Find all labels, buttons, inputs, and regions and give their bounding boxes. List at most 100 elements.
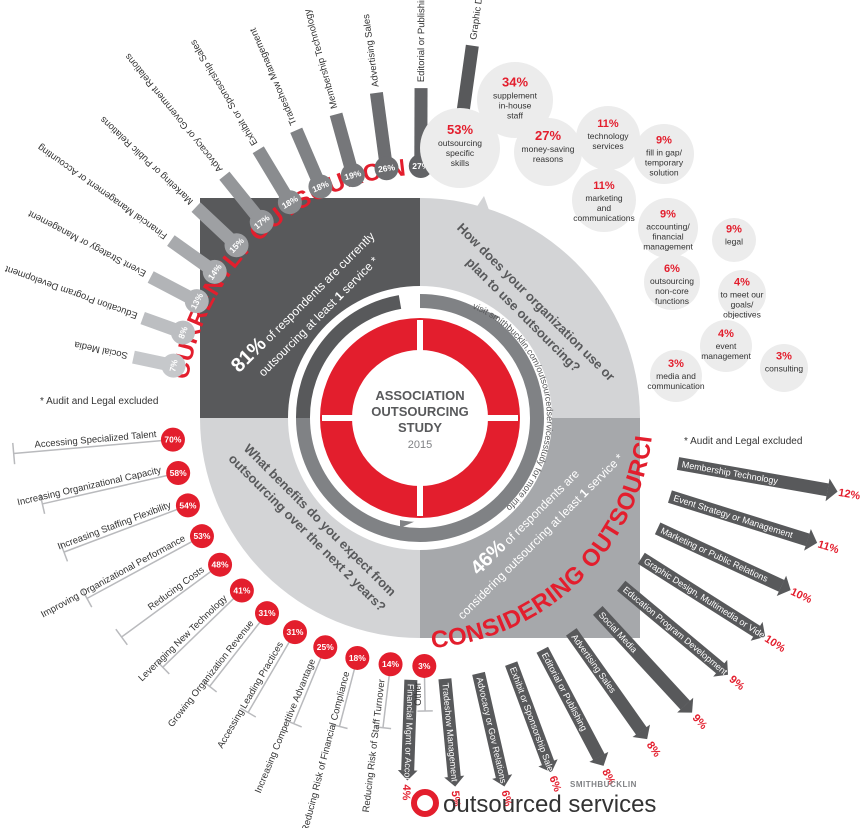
center-title-line1: ASSOCIATION [375, 388, 464, 403]
consider-category-label: Tradeshow Management [440, 682, 459, 782]
consider-category-label: Financial Mgmt or Accounting [402, 684, 416, 802]
usage-bubble-label: legal [725, 236, 743, 246]
current-bar [191, 202, 237, 246]
current-category-label: Education Program Development [3, 263, 139, 321]
usage-bubble-label: objectives [723, 310, 761, 320]
usage-bubble-pct: 11% [597, 118, 619, 130]
benefit-value-label: 25% [317, 642, 334, 652]
usage-bubble-pct: 6% [664, 263, 680, 275]
current-value-label: 27% [412, 161, 429, 171]
benefit-value-dot [313, 635, 338, 660]
usage-bubble [572, 168, 636, 232]
usage-bubble-pct: 3% [776, 351, 792, 363]
current-bar-cap [249, 209, 274, 234]
benefit-bar-end [81, 589, 93, 608]
benefit-bar-end [202, 680, 218, 693]
consider-bar-arrowhead [538, 759, 558, 773]
usage-bubble-label: and [597, 203, 611, 213]
consider-value-label: 6% [546, 774, 563, 793]
current-bar-cap [340, 163, 365, 188]
benefit-value-dot [412, 653, 437, 678]
benefit-bar-end [374, 725, 392, 730]
usage-bubble [477, 62, 553, 138]
usage-bubble [420, 108, 500, 188]
usage-bubble [644, 254, 700, 310]
usage-bubble [760, 344, 808, 392]
usage-bubble-label: money-saving [522, 144, 575, 154]
usage-bubble [712, 218, 756, 262]
center-title-line2: OUTSOURCING [371, 404, 469, 419]
benefit-category-label: Reducing Risk of Staff Turnover [361, 679, 388, 813]
usage-bubble [638, 198, 698, 258]
usage-bubble-pct: 34% [502, 75, 528, 90]
usage-bubble-label: communications [573, 213, 634, 223]
usage-bubble-label: specific [446, 148, 475, 158]
usage-bubble-label: goals/ [731, 300, 754, 310]
benefit-bar-end [115, 628, 128, 646]
usage-bubble-label: reasons [533, 154, 563, 164]
consider-value-label: 9% [690, 712, 710, 732]
consider-bar-arrowhead [492, 774, 513, 787]
consider-bar [565, 628, 647, 735]
current-value-label: 7% [167, 358, 179, 373]
current-value-label: 8% [176, 325, 190, 340]
consider-bar [505, 661, 555, 766]
usage-bubble-label: consulting [765, 364, 804, 374]
benefit-bar [42, 472, 179, 505]
benefit-value-label: 54% [179, 500, 196, 510]
usage-bubble-label: non-core [655, 286, 689, 296]
consider-bar [536, 646, 605, 761]
usage-bubble [634, 124, 694, 184]
current-bar-cap [277, 190, 302, 215]
consider-bar-arrowhead [825, 478, 838, 502]
center-title-line3: STUDY [398, 420, 442, 435]
benefit-bar-end [285, 719, 302, 728]
consider-bar [401, 679, 418, 771]
benefit-category-label: Increasing Organizational Capacity [16, 465, 162, 508]
usage-bubble [650, 350, 702, 402]
brand-logo: SMITHBUCKLIN outsourced services [411, 780, 656, 818]
brand-small: SMITHBUCKLIN [570, 780, 637, 789]
usage-bubble-label: outsourcing [650, 276, 694, 286]
current-bar-cap [224, 233, 249, 258]
current-category-label: Membership Technology [302, 8, 340, 110]
benefit-bar [208, 612, 268, 687]
benefit-value-label: 41% [233, 586, 250, 596]
usage-bubble-pct: 11% [593, 180, 615, 192]
consider-category-label: Exhibit or Sponsorship Sales [508, 666, 558, 778]
benefit-bar-end [59, 542, 69, 562]
progress-arc [296, 294, 544, 542]
benefit-value-label: 3% [418, 661, 431, 671]
consider-category-label: Editorial or Publishing [540, 651, 589, 733]
consider-bar-arrowhead [677, 697, 694, 713]
consider-value-label: 9% [727, 674, 747, 694]
current-bar-cap [170, 320, 195, 345]
consider-value-label: 10% [789, 586, 814, 606]
benefit-bar [121, 564, 221, 638]
consider-category-label: Advertising Sales [570, 632, 619, 695]
usage-bubble-label: communication [647, 381, 704, 391]
current-bar-cap [202, 259, 227, 284]
current-value-label: 26% [377, 162, 396, 174]
current-bar [290, 127, 325, 184]
benefit-value-dot [175, 493, 200, 518]
current-category-label: Advertising Sales [361, 13, 382, 87]
benefit-value-label: 14% [382, 659, 399, 669]
consider-bar [472, 671, 509, 779]
benefit-value-dot [166, 461, 191, 486]
note-right: * Audit and Legal excluded [684, 436, 802, 447]
benefit-value-label: 31% [286, 627, 303, 637]
usage-bubble-label: skills [451, 158, 469, 168]
bubble-pointer [468, 196, 494, 224]
benefit-bar [86, 535, 203, 600]
consider-value-label: 12% [837, 487, 860, 503]
consider-bar [617, 580, 725, 674]
usage-bubble-label: temporary [645, 158, 684, 168]
usage-bubble-label: marketing [585, 193, 623, 203]
current-bar-cap [161, 353, 186, 378]
usage-bubble-pct: 27% [535, 128, 561, 143]
usage-bubble-label: fill in gap/ [646, 148, 683, 158]
usage-bubble-label: functions [655, 296, 689, 306]
consider-bar [637, 552, 761, 637]
usage-bubble-pct: 9% [660, 209, 676, 221]
